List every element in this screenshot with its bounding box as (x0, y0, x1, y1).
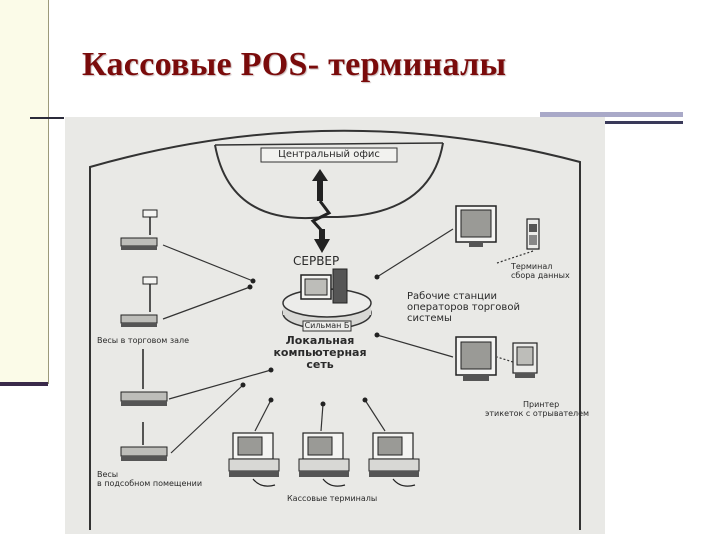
slide-side-band-edge (0, 382, 48, 386)
title-rule-right-line (605, 121, 683, 124)
label-printer-icon (512, 342, 538, 378)
central-office-dome (214, 142, 444, 219)
link-arrow-icon (310, 169, 332, 253)
network-link-dots (240, 274, 380, 407)
diagram-drawing (89, 129, 581, 530)
network-diagram: Центральный офис СЕРВЕР Сильман Б Локаль… (65, 117, 605, 534)
data-terminal-icon (526, 218, 540, 250)
workstations-label: Рабочие станции операторов торговой сист… (407, 291, 520, 324)
workstation-2-icon (455, 336, 497, 381)
scale-back-2-icon (120, 422, 168, 461)
pos-terminal-1-icon (228, 432, 280, 487)
server-label: СЕРВЕР (293, 254, 340, 268)
network-label-line-1: Локальная (285, 334, 355, 347)
pos-terminal-3-icon (368, 432, 420, 487)
label-printer-label-line-2: этикеток с отрывателем (485, 408, 590, 418)
workstation-1-icon (455, 205, 497, 247)
workstations-label-line-2: операторов торговой (407, 302, 520, 313)
slide-title: Кассовые POS- терминалы (82, 46, 507, 83)
central-office-label: Центральный офис (278, 149, 380, 160)
pos-terminals-label: Кассовые терминалы (287, 494, 378, 503)
title-rule-right-bar (540, 112, 683, 117)
server-icon (282, 268, 372, 332)
network-label-line-3: сеть (306, 358, 334, 372)
network-links (162, 228, 534, 454)
scales-hall-label: Весы в торговом зале (97, 336, 190, 345)
pos-terminal-2-icon (298, 432, 350, 487)
network-label: Локальная компьютерная сеть (265, 334, 375, 372)
workstations-label-line-3: системы (407, 313, 452, 324)
workstations-label-line-1: Рабочие станции (407, 291, 497, 302)
diagram-frame (89, 129, 581, 530)
scale-hall-1-icon (120, 209, 158, 250)
network-label-line-2: компьютерная (273, 346, 367, 360)
label-printer-label-line-1: Принтер (523, 400, 560, 409)
scales-back-label-line-2: в подсобном помещении (97, 478, 203, 488)
scale-hall-2-icon (120, 276, 158, 327)
title-rule-left (30, 117, 64, 119)
scales-back-label-line-1: Весы (97, 470, 119, 479)
central-office-box (260, 147, 398, 163)
server-plate-label: Сильман Б (304, 321, 350, 330)
label-printer-label: Принтер этикеток с отрывателем (485, 400, 590, 419)
data-terminal-label: Терминал сбора данных (511, 262, 570, 281)
scale-back-1-icon (120, 349, 168, 406)
scales-back-label: Весы в подсобном помещении (97, 470, 203, 489)
data-terminal-label-line-1: Терминал (511, 262, 553, 271)
slide-side-band (0, 0, 49, 384)
data-terminal-label-line-2: сбора данных (511, 270, 570, 280)
